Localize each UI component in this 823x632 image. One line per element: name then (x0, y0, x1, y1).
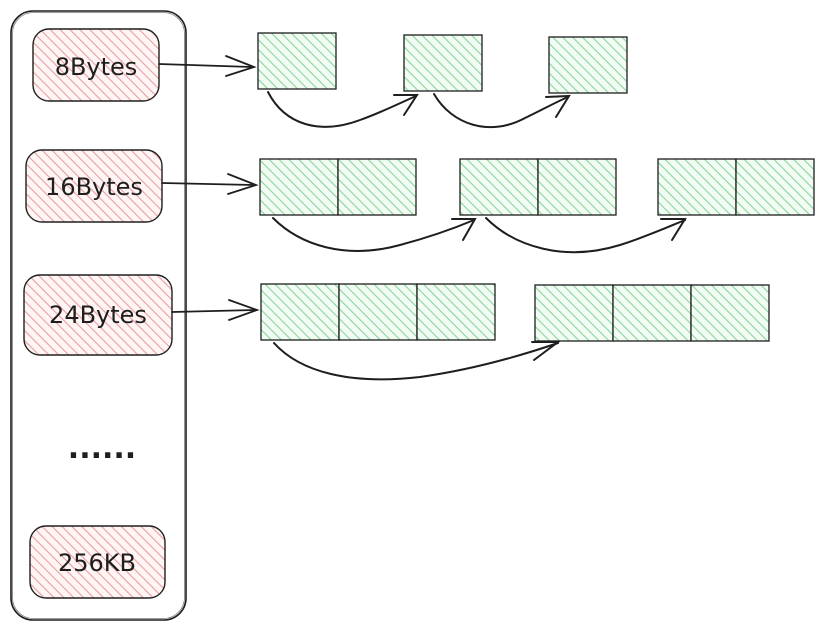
memory-block (612, 284, 692, 342)
head-pointer-arrow-16bytes (161, 173, 259, 195)
head-pointer-arrow-24bytes (171, 299, 260, 321)
size-class-box (32, 28, 160, 102)
size-class-8bytes: 8Bytes (32, 28, 160, 102)
memory-block (416, 283, 496, 341)
size-class-256kb: 256KB (29, 525, 166, 599)
size-class-box (23, 274, 173, 356)
memory-block (259, 158, 339, 216)
size-class-box (25, 149, 163, 223)
memory-block (735, 158, 815, 216)
size-class-label: 16Bytes (45, 173, 143, 201)
next-pointer-arrow (433, 93, 571, 129)
next-pointer-arrow (267, 91, 419, 128)
memory-block (260, 283, 340, 341)
size-class-label: 256KB (58, 549, 136, 577)
memory-block (257, 32, 337, 90)
memory-block (548, 36, 628, 94)
freelist-8bytes (257, 32, 628, 129)
next-pointer-arrow (272, 217, 477, 252)
size-class-box (29, 525, 166, 599)
size-class-16bytes: 16Bytes (25, 149, 163, 223)
size-class-label: 24Bytes (49, 301, 147, 329)
memory-block (403, 34, 483, 92)
memory-block (534, 284, 614, 342)
memory-block (459, 158, 539, 216)
freelist-24bytes (260, 283, 770, 381)
next-pointer-arrow (485, 217, 687, 254)
size-class-24bytes: 24Bytes (23, 274, 173, 356)
memory-block (690, 284, 770, 342)
freelist-16bytes (259, 158, 815, 254)
memory-block (337, 158, 417, 216)
size-class-label: 8Bytes (55, 53, 138, 81)
memory-block (537, 158, 617, 216)
next-pointer-arrow (273, 341, 561, 381)
memory-block (338, 283, 418, 341)
head-pointer-arrow-8bytes (158, 55, 257, 77)
memory-block (657, 158, 737, 216)
ellipsis: ...... (68, 431, 136, 466)
size-class-table-container (10, 10, 187, 621)
